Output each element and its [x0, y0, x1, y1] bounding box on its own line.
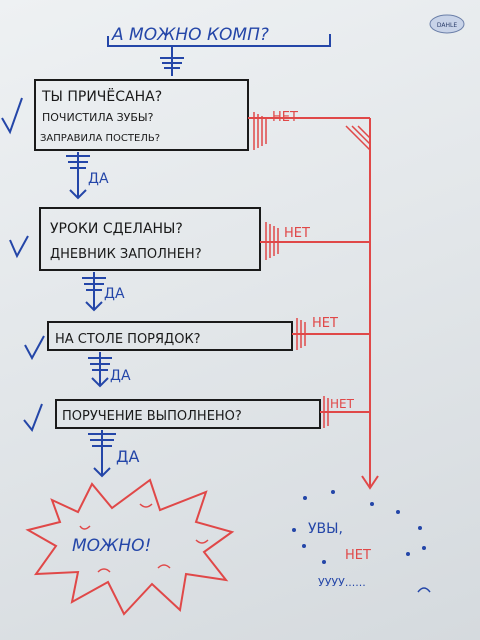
tear-drops	[292, 490, 426, 564]
step3-no-label: НЕТ	[312, 316, 338, 331]
result-no-area: УВЫ, НЕТ УУУУ......	[292, 490, 431, 593]
magnet-label: DAHLE	[437, 22, 457, 29]
step2-question-line1: УРОКИ СДЕЛАНЫ?	[50, 221, 183, 237]
check-mark-icon	[1, 97, 23, 135]
title-connector	[160, 47, 184, 76]
step3-yes-label: ДА	[110, 368, 131, 384]
check-mark-icon	[24, 335, 45, 361]
title-box: А МОЖНО КОМП?	[107, 25, 331, 47]
corner-hatch	[345, 125, 371, 151]
yes-arrow-2	[82, 272, 106, 312]
yes-arrow-3	[88, 352, 112, 388]
title-text: А МОЖНО КОМП?	[111, 25, 269, 45]
result-no-line2: НЕТ	[345, 548, 371, 563]
result-yes-text: МОЖНО!	[72, 536, 151, 556]
step2-question-line2: ДНЕВНИК ЗАПОЛНЕН?	[50, 247, 202, 262]
decision-box-1: ТЫ ПРИЧЁСАНА? ПОЧИСТИЛА ЗУБЫ? ЗАПРАВИЛА …	[34, 79, 371, 151]
result-yes-burst: МОЖНО!	[25, 478, 235, 616]
step1-question-line3: ЗАПРАВИЛА ПОСТЕЛЬ?	[40, 133, 160, 144]
step1-question-line2: ПОЧИСТИЛА ЗУБЫ?	[42, 111, 154, 124]
decision-box-3: НА СТОЛЕ ПОРЯДОК? НЕТ	[47, 316, 370, 351]
yes-arrow-4	[88, 430, 116, 478]
no-path	[361, 118, 379, 490]
step3-question-line1: НА СТОЛЕ ПОРЯДОК?	[55, 332, 201, 347]
decision-box-4: ПОРУЧЕНИЕ ВЫПОЛНЕНО? НЕТ	[55, 396, 370, 429]
whiteboard-logo-magnet: DAHLE	[429, 14, 465, 34]
step4-no-hatch	[323, 396, 329, 428]
step2-no-label: НЕТ	[284, 226, 310, 241]
step4-no-label: НЕТ	[330, 397, 355, 411]
step4-question-line1: ПОРУЧЕНИЕ ВЫПОЛНЕНО?	[62, 409, 242, 424]
step4-yes-label: ДА	[116, 447, 140, 466]
check-mark-icon	[23, 403, 43, 432]
check-mark-icon	[9, 235, 29, 259]
yes-arrow-1	[66, 152, 90, 200]
step1-no-hatch	[253, 112, 267, 150]
result-no-line3: УУУУ......	[318, 576, 366, 589]
step2-no-hatch	[265, 222, 279, 260]
result-no-line1: УВЫ,	[308, 521, 343, 537]
decision-box-2: УРОКИ СДЕЛАНЫ? ДНЕВНИК ЗАПОЛНЕН? НЕТ	[39, 207, 370, 271]
step2-yes-label: ДА	[104, 286, 125, 302]
step3-no-hatch	[296, 318, 306, 350]
step1-yes-label: ДА	[88, 171, 109, 187]
step1-no-label: НЕТ	[272, 110, 298, 125]
step1-question-line1: ТЫ ПРИЧЁСАНА?	[41, 87, 162, 105]
